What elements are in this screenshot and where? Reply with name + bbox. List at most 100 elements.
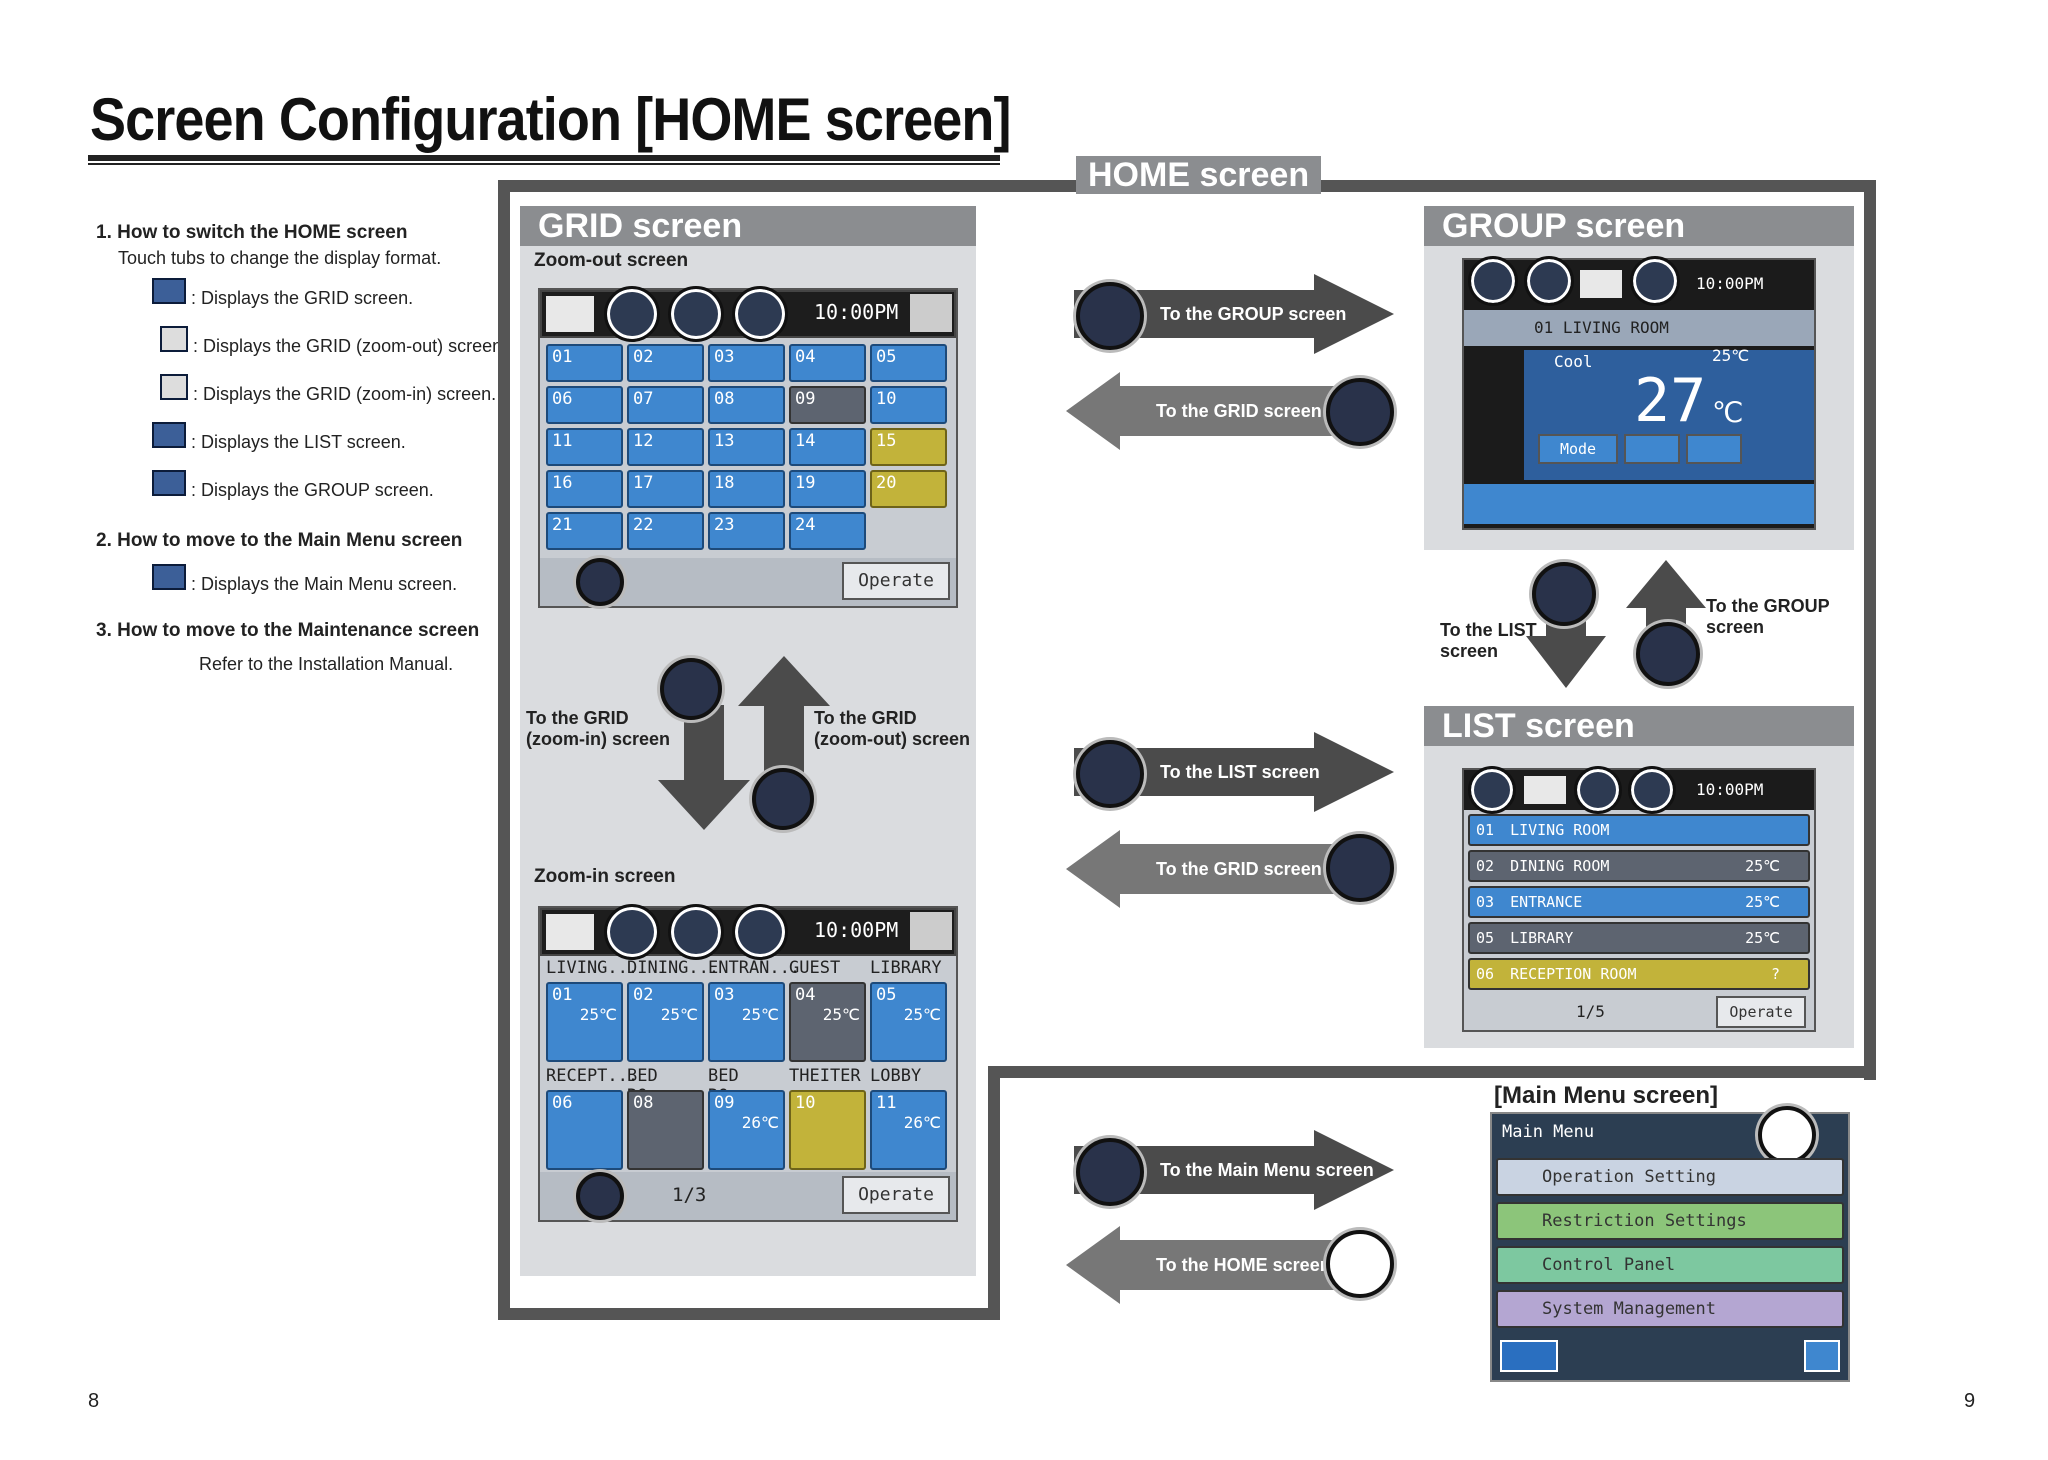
group-tab[interactable] <box>1580 270 1622 298</box>
grid-cell[interactable]: 07 <box>627 386 704 424</box>
grid-tab[interactable] <box>546 914 594 950</box>
grid-cell[interactable]: 17 <box>627 470 704 508</box>
grid-cell[interactable]: 18 <box>708 470 785 508</box>
zoomin-cell[interactable]: 10 <box>789 1090 866 1170</box>
maintenance-icon[interactable] <box>910 294 952 332</box>
main-menu-icon <box>1076 1138 1144 1206</box>
grid-cell[interactable]: 02 <box>627 344 704 382</box>
grid-tab[interactable] <box>1468 766 1516 814</box>
zoomin-cell[interactable]: 08 <box>627 1090 704 1170</box>
grid-cell[interactable]: 09 <box>789 386 866 424</box>
grid-cell[interactable]: 14 <box>789 428 866 466</box>
grid-cell[interactable]: 16 <box>546 470 623 508</box>
temp-up-button[interactable] <box>1686 434 1742 464</box>
row-name: LIVING ROOM <box>1510 821 1610 839</box>
group-icon-row: : Displays the GROUP screen. <box>152 470 434 501</box>
zoomin-cell[interactable]: 06 <box>546 1090 623 1170</box>
back-button[interactable] <box>1500 1340 1558 1372</box>
list-tab[interactable] <box>604 904 660 960</box>
control-bar[interactable] <box>1464 484 1814 524</box>
main-menu-tab[interactable] <box>1630 256 1680 306</box>
grid-tab[interactable] <box>1468 256 1518 306</box>
cell-temp: 25℃ <box>741 1005 779 1024</box>
setpoint: 25℃ <box>1712 346 1750 365</box>
desc-zoomout: : Displays the GRID (zoom-out) screen. <box>193 336 508 356</box>
group-tab[interactable] <box>1574 766 1622 814</box>
menu-operation-setting[interactable]: Operation Setting <box>1496 1158 1844 1196</box>
temp-down-button[interactable] <box>1624 434 1680 464</box>
zoomin-label: LOBBY <box>870 1066 922 1086</box>
maintenance-button[interactable] <box>1804 1340 1840 1372</box>
grid-icon <box>1326 834 1394 902</box>
home-screen-label: HOME screen <box>1076 156 1322 194</box>
menu-control-panel[interactable]: Control Panel <box>1496 1246 1844 1284</box>
home-button[interactable] <box>1758 1106 1816 1164</box>
grid-cell[interactable]: 11 <box>546 428 623 466</box>
grid-cell[interactable]: 12 <box>627 428 704 466</box>
room-name: 01 LIVING ROOM <box>1534 318 1669 337</box>
grid-cell[interactable]: 24 <box>789 512 866 550</box>
zoom-in-icon[interactable] <box>660 658 722 720</box>
main-menu-tab[interactable] <box>1628 766 1676 814</box>
list-icon <box>152 422 186 448</box>
arrow-to-grid-label: To the GRID screen <box>1156 859 1322 879</box>
home-frame-left <box>498 180 510 1320</box>
temp-unit: ℃ <box>1712 397 1744 428</box>
zoomin-label: ENTRAN... <box>708 958 801 978</box>
grid-tab[interactable] <box>546 296 594 332</box>
group-tab[interactable] <box>668 904 724 960</box>
grid-cell[interactable]: 06 <box>546 386 623 424</box>
zoom-out-icon[interactable] <box>752 768 814 830</box>
room-selector[interactable] <box>1464 310 1814 346</box>
cell-temp: 25℃ <box>660 1005 698 1024</box>
main-menu-tab[interactable] <box>732 904 788 960</box>
grid-cell[interactable]: 23 <box>708 512 785 550</box>
grid-cell[interactable]: 04 <box>789 344 866 382</box>
grid-cell[interactable]: 19 <box>789 470 866 508</box>
grid-cell[interactable]: 22 <box>627 512 704 550</box>
menu-system-management[interactable]: System Management <box>1496 1290 1844 1328</box>
maintenance-icon[interactable] <box>910 912 952 950</box>
grid-cell[interactable]: 21 <box>546 512 623 550</box>
row-number: 06 <box>1476 965 1495 983</box>
list-tab[interactable] <box>1524 776 1566 804</box>
grid-cell[interactable]: 13 <box>708 428 785 466</box>
mainmenu-icon-row: : Displays the Main Menu screen. <box>152 564 457 595</box>
zoom-in-button[interactable] <box>576 558 624 606</box>
grid-cell[interactable]: 20 <box>870 470 947 508</box>
main-menu-header: Main Menu <box>1502 1122 1595 1142</box>
mode-button[interactable]: Mode <box>1538 434 1618 464</box>
operate-button[interactable]: Operate <box>1716 996 1806 1028</box>
list-tab[interactable] <box>604 286 660 342</box>
grid-cell[interactable]: 01 <box>546 344 623 382</box>
main-menu-tab[interactable] <box>732 286 788 342</box>
grid-cell[interactable]: 05 <box>870 344 947 382</box>
operate-button[interactable]: Operate <box>842 1176 950 1214</box>
operate-button[interactable]: Operate <box>842 562 950 600</box>
page-number-right: 9 <box>1964 1390 1976 1412</box>
to-zoomin-label: To the GRID (zoom-in) screen <box>526 708 671 749</box>
menu-restriction-settings[interactable]: Restriction Settings <box>1496 1202 1844 1240</box>
grid-cell[interactable]: 03 <box>708 344 785 382</box>
grid-cell[interactable]: 15 <box>870 428 947 466</box>
zoom-out-button[interactable] <box>576 1172 624 1220</box>
list-tab[interactable] <box>1524 256 1574 306</box>
grid-cell[interactable]: 08 <box>708 386 785 424</box>
group-tab[interactable] <box>668 286 724 342</box>
cell-temp: 25℃ <box>822 1005 860 1024</box>
cell-temp: 25℃ <box>903 1005 941 1024</box>
grid-cell[interactable]: 10 <box>870 386 947 424</box>
